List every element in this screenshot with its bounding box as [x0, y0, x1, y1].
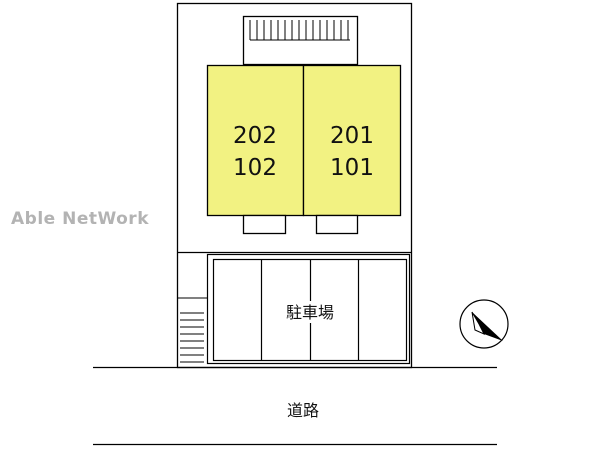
side-stairs-icon [177, 297, 208, 363]
watermark-logo: Able NetWork [11, 209, 149, 229]
unit-right-upper-number: 201 [330, 123, 374, 149]
parking-outer [206, 253, 411, 365]
unit-step-right [315, 214, 359, 235]
unit-right-lower-number: 101 [330, 155, 374, 181]
upper-stairs-icon [249, 20, 350, 41]
road-label: 道路 [287, 401, 319, 420]
unit-step-left [242, 214, 287, 235]
parking-label-bg [276, 301, 344, 323]
unit-left-upper-number: 202 [233, 123, 277, 149]
north-arrow-icon [459, 299, 509, 349]
unit-left-lower-number: 102 [233, 155, 277, 181]
unit-block-left [206, 64, 305, 217]
parking-label: 駐車場 [286, 303, 334, 322]
